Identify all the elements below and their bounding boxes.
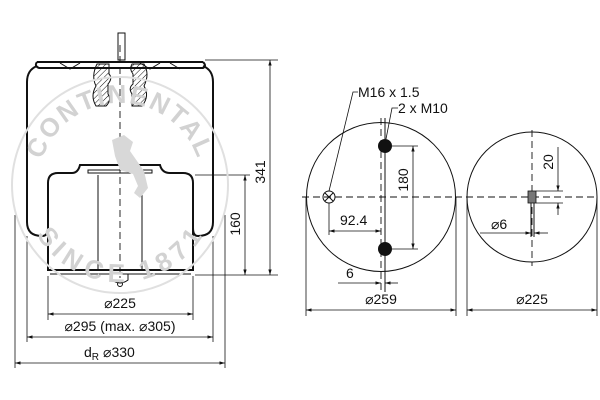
piston [47,164,194,271]
plate-diameter-label: ⌀259 [365,291,397,307]
air-connection-label: M16 x 1.5 [358,84,420,100]
side-view [26,32,214,287]
bolt-offset-label: 6 [346,265,354,281]
side-dimensions: 341 160 ⌀225 ⌀295 (max. ⌀305) dR⌀330 [14,59,278,368]
bolt-spacing-label: 180 [395,168,411,192]
bottom-piston-diameter-label: ⌀225 [516,291,548,307]
height-160-label: 160 [227,212,243,236]
bellows-diameter-label: ⌀295 (max. ⌀305) [64,318,175,334]
bolt-hole-upper [378,139,392,153]
top-view: M16 x 1.5 2 x M10 180 92.4 6 ⌀259 [302,84,462,316]
bellows-right [192,65,214,238]
bellows-left [26,65,49,238]
bolts-label: 2 x M10 [398,100,448,116]
stud-offset-label: 20 [540,154,556,170]
pin-diameter-label: ⌀6 [491,216,507,232]
continental-watermark-logo: CONTINENTAL SINCE 1871 [11,76,229,294]
stud [117,32,126,61]
piston-diameter-label: ⌀225 [104,295,136,311]
horse-icon [112,135,148,198]
offset-label: 92.4 [340,212,367,228]
rolling-diameter-label: dR⌀330 [84,344,135,363]
bolt-hole-lower [378,242,392,256]
stud-block [527,190,537,204]
top-plate [34,61,206,69]
bottom-view: 20 ⌀6 ⌀225 [466,130,598,316]
height-341-label: 341 [252,160,268,184]
bottom-stud [111,274,129,284]
